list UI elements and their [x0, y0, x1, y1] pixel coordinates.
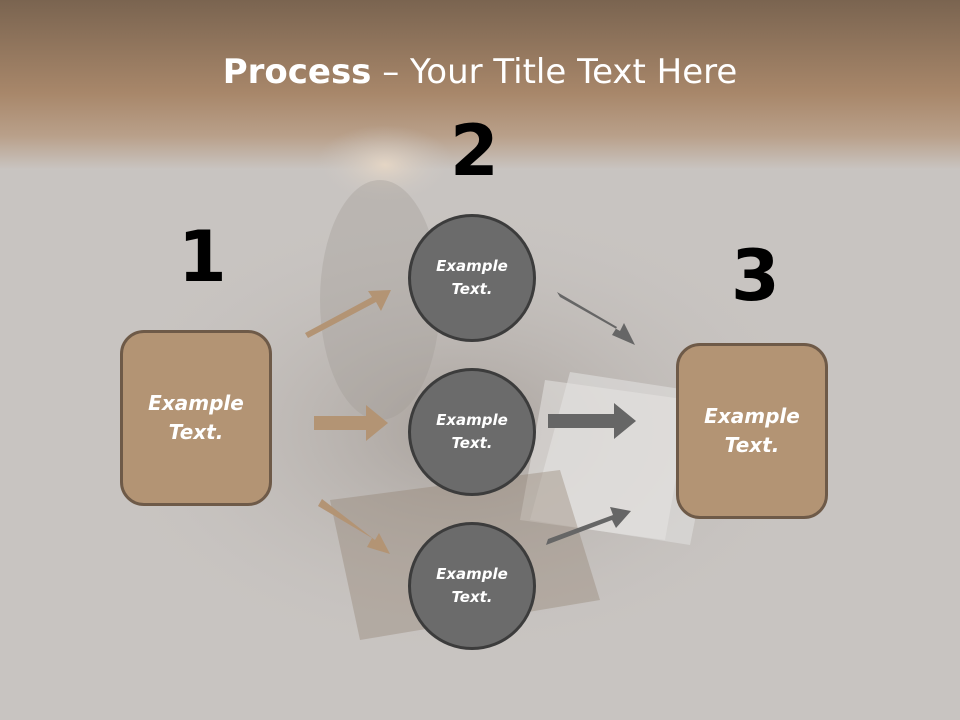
title-bold: Process: [222, 52, 372, 92]
step-circle-2-text: Example Text.: [436, 411, 508, 452]
step-number-2: 2: [450, 110, 499, 192]
step-number-1: 1: [178, 216, 227, 298]
step-circle-3-text: Example Text.: [436, 565, 508, 606]
arrow-circle2-to-box3: [548, 403, 636, 439]
arrow-circle1-to-box3: [557, 292, 635, 345]
step-box-3-text: Example Text.: [704, 404, 800, 457]
arrow-box1-to-circle3: [318, 499, 390, 554]
step-circle-1-text: Example Text.: [436, 257, 508, 298]
arrow-box1-to-circle1: [305, 290, 391, 338]
step-box-1: Example Text.: [120, 330, 272, 506]
step-box-1-text: Example Text.: [148, 391, 244, 444]
title-rest: – Your Title Text Here: [371, 52, 738, 92]
slide-title: Process – Your Title Text Here: [0, 52, 960, 92]
step-number-3: 3: [731, 235, 780, 317]
arrow-circle3-to-box3: [546, 507, 631, 545]
step-circle-1: Example Text.: [408, 214, 536, 342]
step-box-3: Example Text.: [676, 343, 828, 519]
step-circle-2: Example Text.: [408, 368, 536, 496]
arrow-box1-to-circle2: [314, 405, 388, 441]
step-circle-3: Example Text.: [408, 522, 536, 650]
